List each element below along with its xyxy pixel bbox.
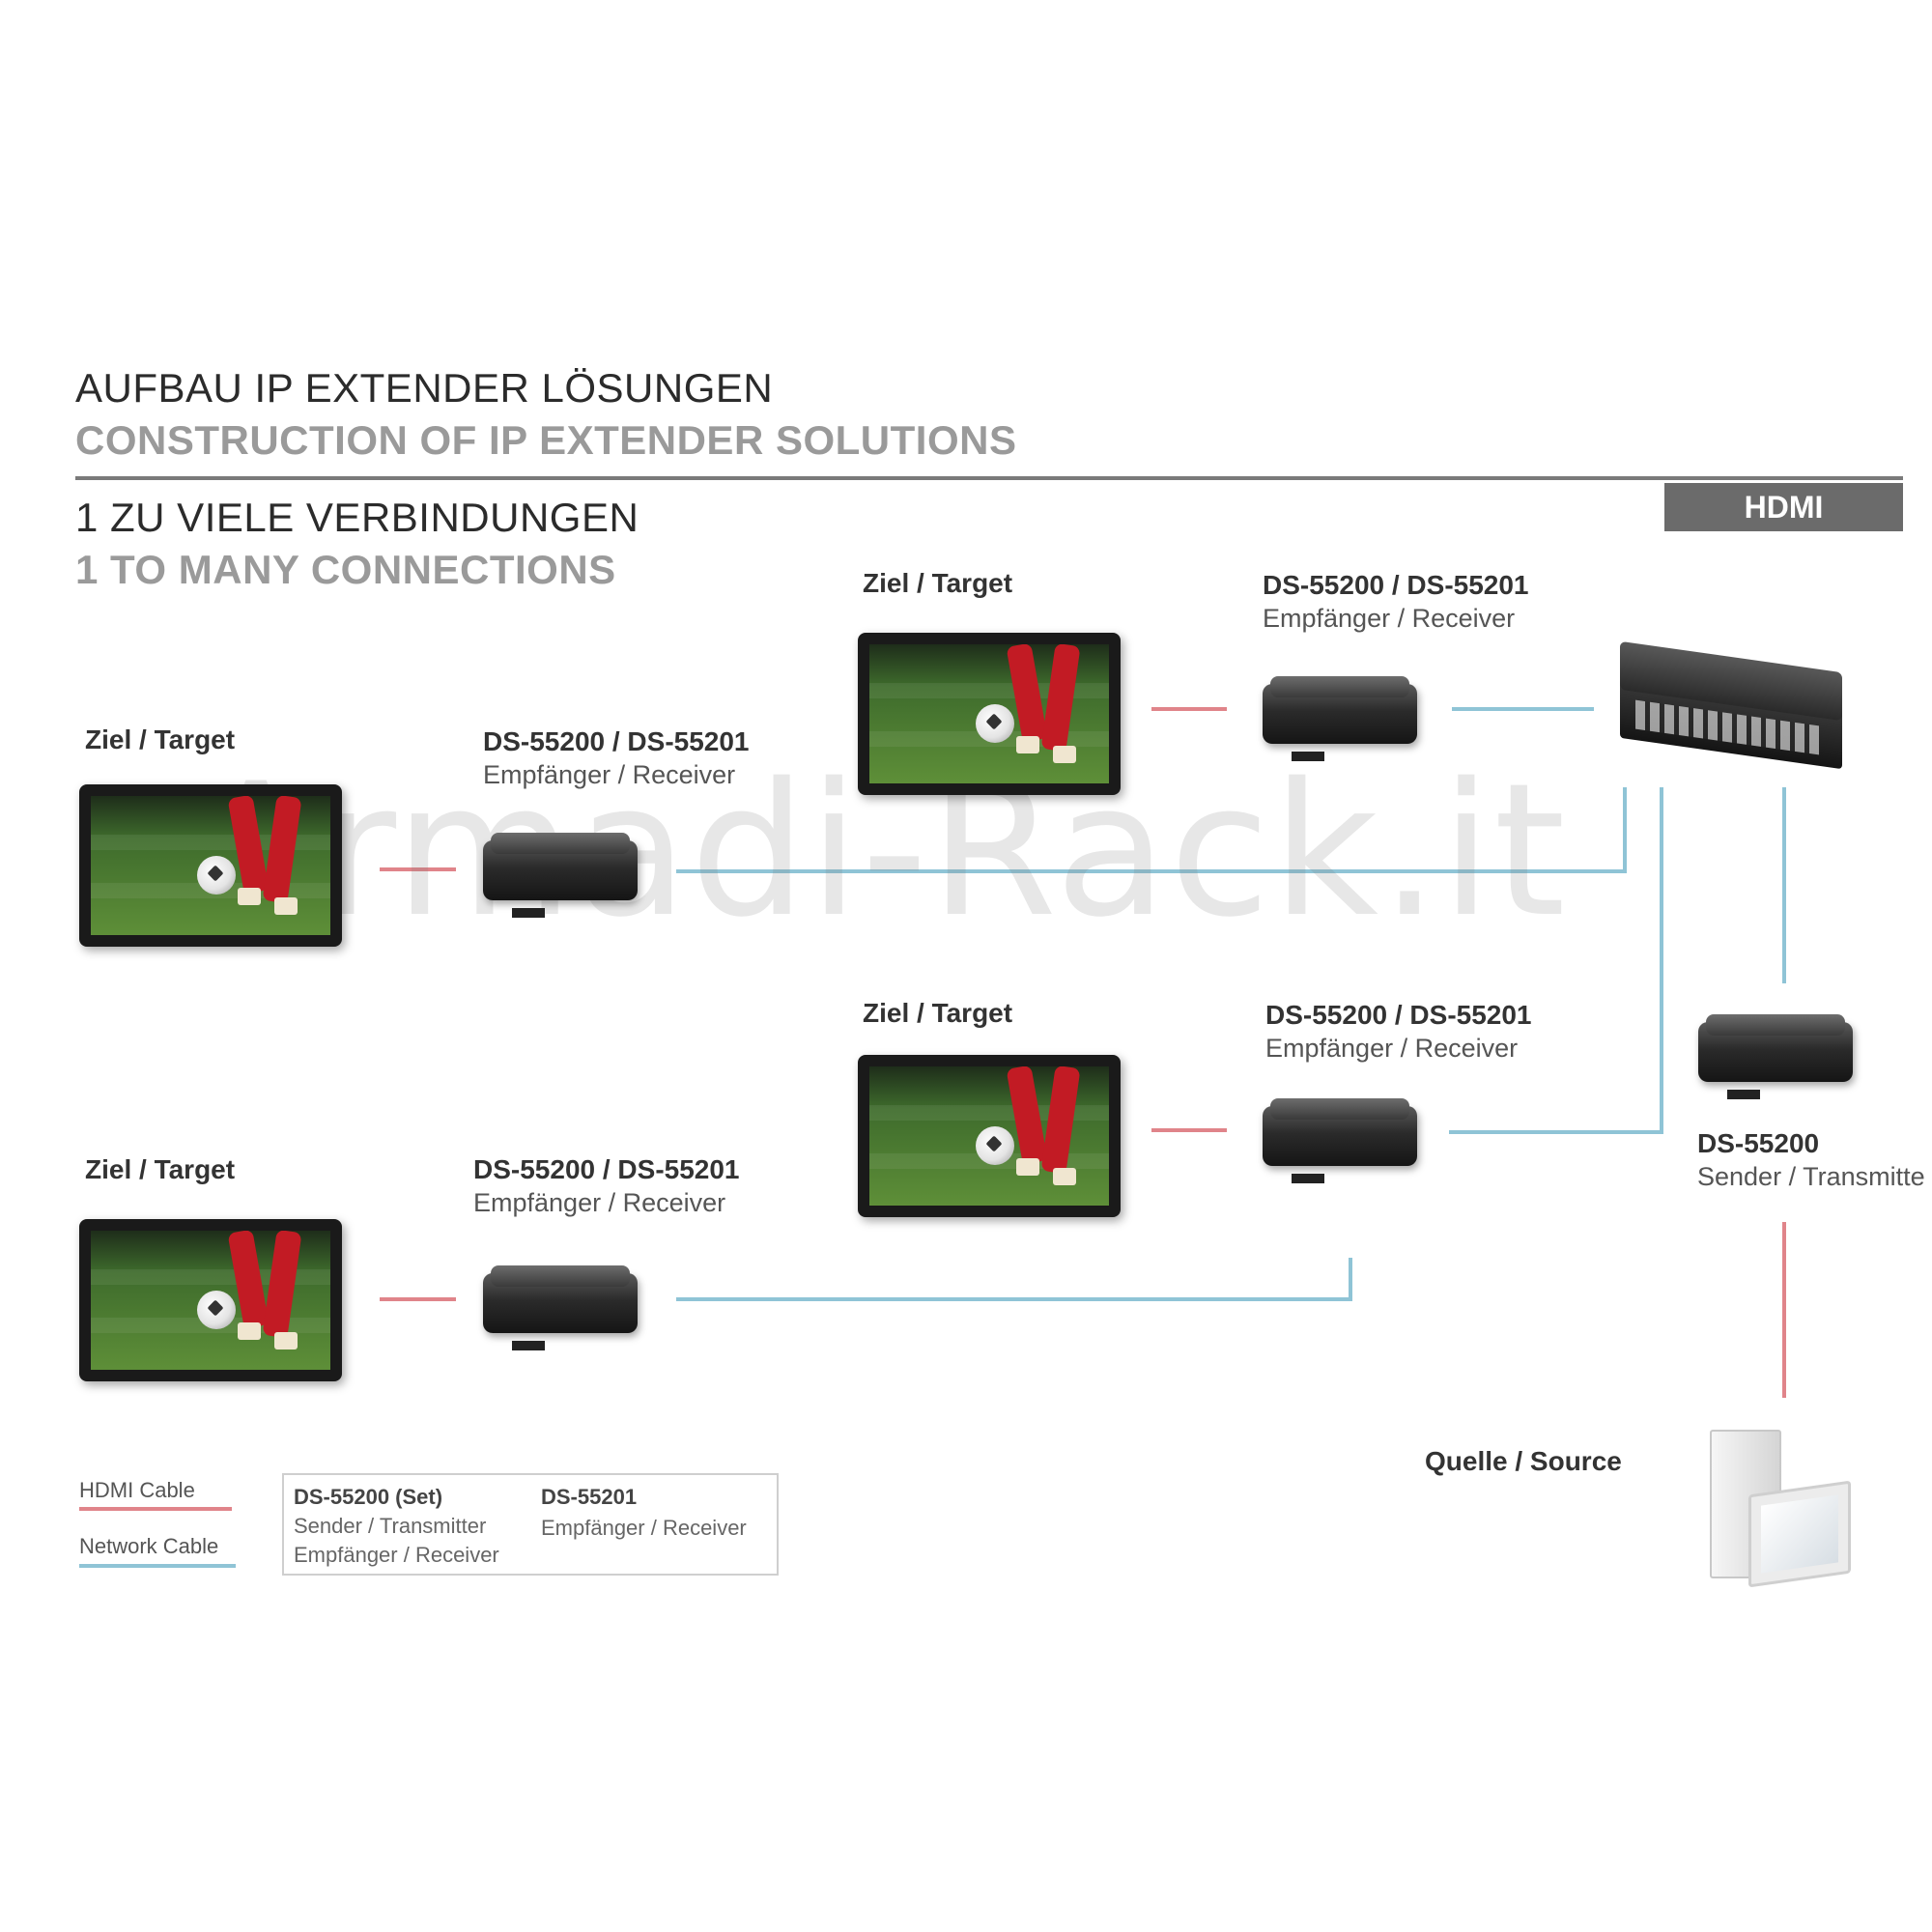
target-label-2: Ziel / Target	[863, 568, 1013, 598]
receiver-device-3	[1263, 1098, 1417, 1183]
receiver-model-4: DS-55200 / DS-55201	[473, 1154, 740, 1184]
receiver-role-1: Empfänger / Receiver	[483, 760, 736, 789]
receiver-model-1: DS-55200 / DS-55201	[483, 726, 750, 756]
receiver-role-3: Empfänger / Receiver	[1265, 1034, 1519, 1063]
target-label-3: Ziel / Target	[863, 998, 1013, 1028]
legend-set-title: DS-55200 (Set)	[294, 1485, 443, 1509]
receiver-model-2: DS-55200 / DS-55201	[1263, 570, 1529, 600]
hdmi-cables	[380, 707, 1786, 1398]
sender-role: Sender / Transmitte	[1697, 1162, 1925, 1191]
legend-single-title: DS-55201	[541, 1485, 638, 1509]
receiver-role-4: Empfänger / Receiver	[473, 1188, 726, 1217]
network-cable-receiver3	[1449, 787, 1663, 1134]
target-display-3	[858, 1055, 1121, 1217]
legend-model-box: DS-55200 (Set) Sender / Transmitter Empf…	[282, 1473, 779, 1576]
hdmi-badge: HDMI	[1664, 483, 1903, 531]
receiver-role-2: Empfänger / Receiver	[1263, 604, 1516, 633]
receiver-model-3: DS-55200 / DS-55201	[1265, 1000, 1532, 1030]
network-cable-receiver1	[676, 787, 1627, 873]
sender-model: DS-55200	[1697, 1128, 1820, 1158]
target-label-1: Ziel / Target	[85, 724, 236, 754]
target-display-4	[79, 1219, 342, 1381]
header-rule	[75, 476, 1903, 480]
receiver-device-1	[483, 833, 638, 918]
source-computer	[1700, 1430, 1864, 1594]
legend-set-line2: Empfänger / Receiver	[294, 1543, 499, 1567]
title-german: AUFBAU IP EXTENDER LÖSUNGEN	[75, 365, 774, 411]
title-english: CONSTRUCTION OF IP EXTENDER SOLUTIONS	[75, 417, 1017, 463]
subtitle-english: 1 TO MANY CONNECTIONS	[75, 547, 616, 592]
target-label-4: Ziel / Target	[85, 1154, 236, 1184]
legend-network-line	[79, 1564, 236, 1568]
subtitle-german: 1 ZU VIELE VERBINDUNGEN	[75, 495, 639, 540]
legend-set-line1: Sender / Transmitter	[294, 1514, 487, 1538]
network-switch	[1620, 640, 1842, 773]
legend-hdmi-label: HDMI Cable	[79, 1478, 195, 1502]
legend-network-label: Network Cable	[79, 1534, 219, 1558]
target-display-1	[79, 784, 342, 947]
network-cables	[676, 707, 1786, 1301]
sender-device	[1698, 1014, 1853, 1099]
receiver-device-4	[483, 1265, 638, 1350]
target-display-2	[858, 633, 1121, 795]
source-label: Quelle / Source	[1425, 1446, 1622, 1476]
receiver-device-2	[1263, 676, 1417, 761]
legend-single-line1: Empfänger / Receiver	[541, 1516, 747, 1540]
legend-hdmi-line	[79, 1507, 232, 1511]
network-cable-receiver4	[676, 1258, 1352, 1301]
